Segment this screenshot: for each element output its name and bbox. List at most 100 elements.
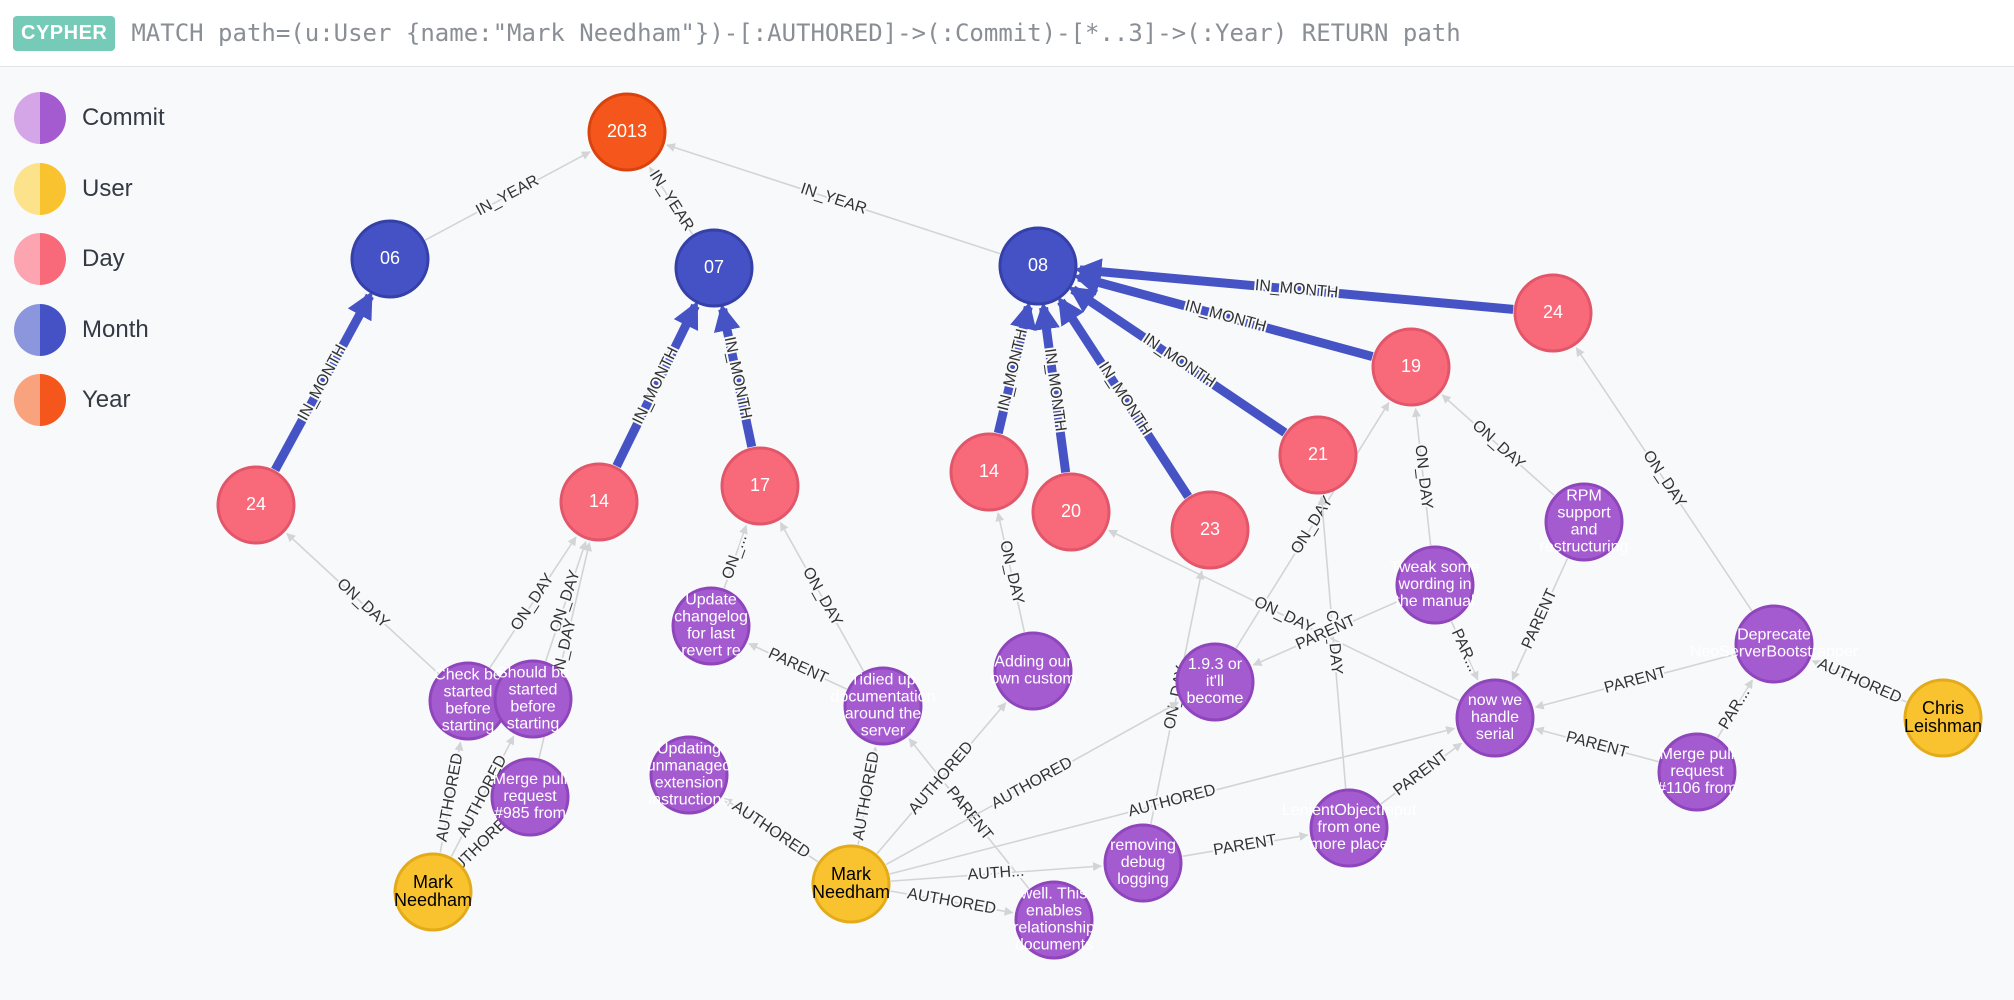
node-circle[interactable] <box>998 226 1078 306</box>
edge-authored[interactable] <box>439 741 464 853</box>
edge-on-day[interactable] <box>779 521 865 672</box>
node-month-m07[interactable]: 07 <box>674 228 754 308</box>
edge-authored[interactable] <box>890 862 1103 882</box>
edge-in-month[interactable] <box>993 301 1037 435</box>
edge-in-month[interactable] <box>1068 285 1288 437</box>
edge-on-day[interactable] <box>1235 401 1390 649</box>
node-circle[interactable] <box>1395 545 1475 625</box>
edge-in-year[interactable] <box>424 151 591 241</box>
edge-on-day[interactable] <box>1575 347 1753 612</box>
node-circle[interactable] <box>1513 273 1593 353</box>
node-circle[interactable] <box>993 631 1073 711</box>
query-text[interactable]: MATCH path=(u:User {name:"Mark Needham"}… <box>131 19 1461 47</box>
node-day-d23[interactable]: 23 <box>1170 490 1250 570</box>
edge-on-day[interactable] <box>1107 529 1460 702</box>
node-circle[interactable] <box>1170 490 1250 570</box>
node-circle[interactable] <box>1309 788 1389 868</box>
edge-parent[interactable] <box>1511 558 1569 681</box>
edge-authored[interactable] <box>723 797 819 863</box>
node-circle[interactable] <box>587 92 667 172</box>
edge-authored[interactable] <box>889 726 1456 875</box>
node-day-d24a[interactable]: 24 <box>216 465 296 545</box>
edge-parent[interactable] <box>1182 831 1309 858</box>
node-circle[interactable] <box>490 757 570 837</box>
edge-in-month[interactable] <box>713 303 757 448</box>
node-day-d21[interactable]: 21 <box>1278 415 1358 495</box>
edge-parent[interactable] <box>1380 742 1463 805</box>
node-circle[interactable] <box>843 666 923 746</box>
node-circle[interactable] <box>1455 678 1535 758</box>
edge-on-day[interactable] <box>489 536 577 669</box>
node-month-m06[interactable]: 06 <box>350 219 430 299</box>
node-day-d17[interactable]: 17 <box>720 446 800 526</box>
edge-on-day[interactable] <box>995 512 1026 633</box>
node-circle[interactable] <box>1371 327 1451 407</box>
edge-on-day[interactable] <box>1150 570 1205 824</box>
node-day-d19[interactable]: 19 <box>1371 327 1451 407</box>
edge-on-day[interactable] <box>1317 495 1347 789</box>
legend-item-month[interactable]: Month <box>14 303 165 356</box>
node-circle[interactable] <box>1734 604 1814 684</box>
edge-parent[interactable] <box>1534 726 1659 763</box>
node-circle[interactable] <box>1903 678 1983 758</box>
legend-item-year[interactable]: Year <box>14 374 165 426</box>
edge-parent[interactable] <box>1252 600 1399 666</box>
legend-item-user[interactable]: User <box>14 162 165 215</box>
node-circle[interactable] <box>1657 732 1737 812</box>
node-circle[interactable] <box>1544 482 1624 562</box>
node-day-d20[interactable]: 20 <box>1031 472 1111 552</box>
edge-authored[interactable] <box>1811 659 1907 703</box>
node-circle[interactable] <box>649 735 729 815</box>
node-year-y2013[interactable]: 2013 <box>587 92 667 172</box>
edge-parent[interactable] <box>1534 653 1736 710</box>
legend-item-commit[interactable]: Commit <box>14 92 165 144</box>
edge-in-year[interactable] <box>648 166 694 235</box>
edge-on-day[interactable] <box>544 540 588 662</box>
node-circle[interactable] <box>674 228 754 308</box>
node-circle[interactable] <box>671 586 751 666</box>
node-circle[interactable] <box>216 465 296 545</box>
edge-authored[interactable] <box>857 746 879 845</box>
edge-on-day[interactable] <box>1441 394 1555 496</box>
node-circle[interactable] <box>393 852 473 932</box>
edge-authored[interactable] <box>890 890 1014 916</box>
edge-in-month[interactable] <box>612 300 700 469</box>
node-circle[interactable] <box>1014 880 1094 960</box>
node-circle[interactable] <box>811 844 891 924</box>
edge-in-month[interactable] <box>1033 302 1071 473</box>
edge-in-year[interactable] <box>666 143 1001 255</box>
edge-on-day[interactable] <box>723 524 748 589</box>
node-day-d24b[interactable]: 24 <box>1513 273 1593 353</box>
node-circle[interactable] <box>720 446 800 526</box>
node-circle[interactable] <box>1031 472 1111 552</box>
node-day-d14b[interactable]: 14 <box>949 432 1029 512</box>
query-bar[interactable]: CYPHER MATCH path=(u:User {name:"Mark Ne… <box>0 0 2014 67</box>
edge-on-day[interactable] <box>286 532 440 675</box>
edge-authored[interactable] <box>461 825 501 865</box>
node-month-m08[interactable]: 08 <box>998 226 1078 306</box>
edge-authored[interactable] <box>876 702 1007 855</box>
node-circle[interactable] <box>1278 415 1358 495</box>
node-circle[interactable] <box>949 432 1029 512</box>
edge-parent[interactable] <box>1450 621 1479 681</box>
edge-authored[interactable] <box>885 701 1180 866</box>
node-circle[interactable] <box>559 462 639 542</box>
edge-authored[interactable] <box>450 735 515 857</box>
